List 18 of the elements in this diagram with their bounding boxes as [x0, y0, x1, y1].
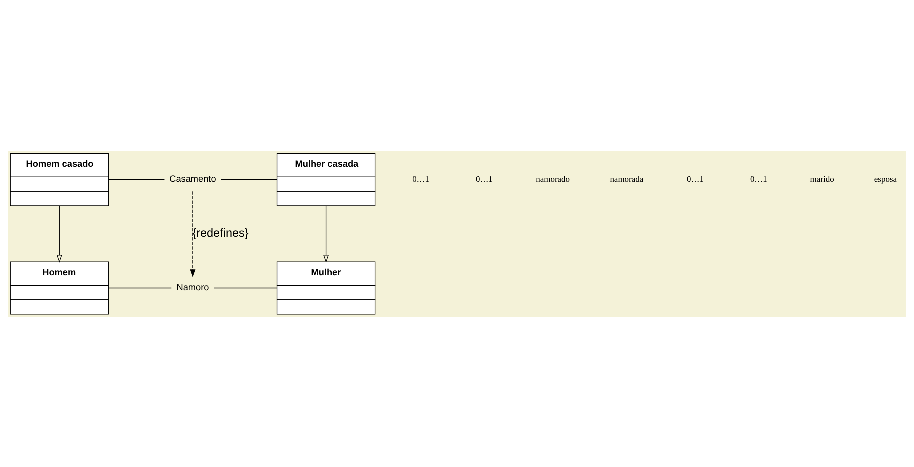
- label: namorado: [536, 173, 570, 184]
- arrow: [56, 205, 62, 262]
- arrow: [190, 190, 196, 277]
- arrow: [324, 205, 330, 262]
- connector: [108, 178, 166, 180]
- label: 0…1: [687, 173, 704, 184]
- label: 0…1: [476, 173, 493, 184]
- connector: [220, 178, 278, 180]
- node-text: Namoro: [176, 282, 210, 292]
- label: marido: [810, 173, 834, 184]
- label: 0…1: [412, 173, 430, 184]
- label: esposa: [874, 173, 898, 184]
- edge-label: {redefines}: [192, 226, 249, 240]
- label: 0…1: [750, 173, 768, 184]
- connector: [108, 287, 172, 288]
- connector: [214, 287, 278, 288]
- label: namorada: [610, 173, 644, 184]
- node-text: Casamento: [170, 174, 216, 184]
